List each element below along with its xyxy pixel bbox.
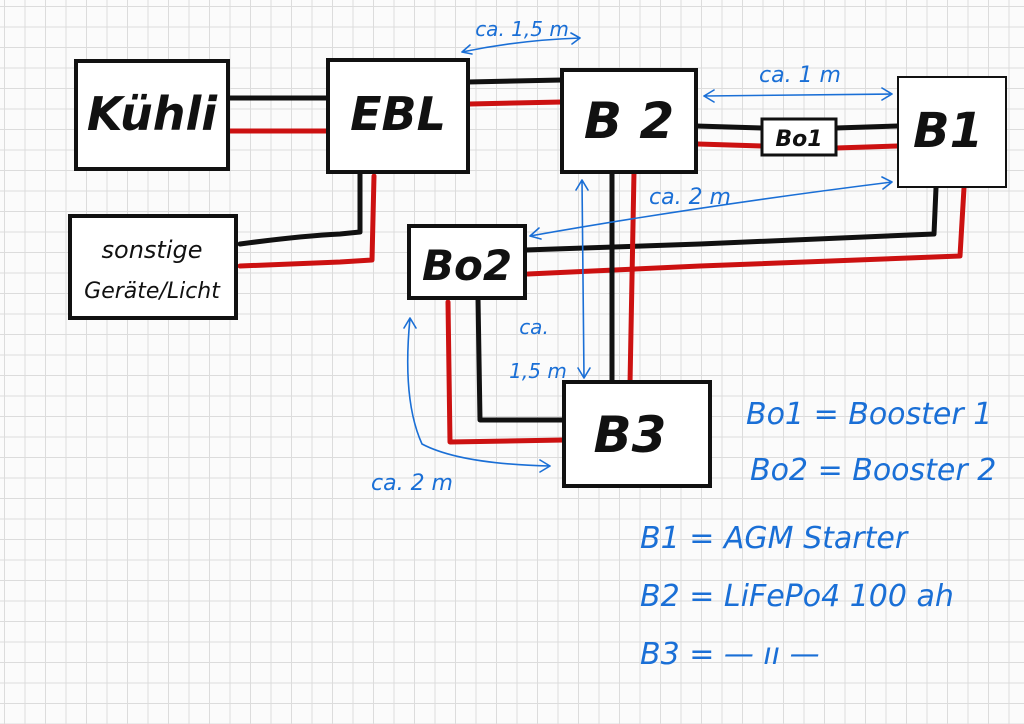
legend-item-bo2: Bo2 = Booster 2 [750, 453, 996, 488]
legend-item-b2: B2 = LiFePo4 100 ah [640, 579, 954, 614]
distance-b2-b1-arrow [703, 87, 893, 103]
wire-sonstige-ebl-negative [237, 167, 363, 247]
wire-sonstige-ebl-positive [237, 173, 377, 269]
node-kuehli: Kühli [74, 59, 230, 171]
wire-bo1-b1-negative [833, 123, 901, 131]
distance-bo2-b2-label-line1: ca. [519, 315, 549, 339]
node-b1: B1 [897, 76, 1007, 188]
wire-bo2-b3-positive [445, 299, 567, 445]
node-bo1-label: Bo1 [775, 127, 822, 152]
node-b1-label: B1 [913, 103, 983, 159]
wire-b2-bo1-negative [693, 123, 765, 131]
legend-item-b1: B1 = AGM Starter [640, 521, 909, 556]
wire-ebl-b2-positive [467, 99, 565, 107]
distance-bo2-b2: ca. 1,5 m [509, 179, 591, 383]
legend-key-b1: B1 [640, 521, 680, 556]
distance-b2-b1-label: ca. 1 m [759, 63, 841, 88]
node-bo2: Bo2 [407, 224, 527, 300]
legend-key-b2: B2 [640, 579, 680, 614]
legend-item-bo1: Bo1 = Booster 1 [746, 397, 992, 432]
distance-bo2-b2-arrow [575, 179, 591, 379]
node-b2: B 2 [560, 68, 698, 174]
node-kuehli-label: Kühli [87, 87, 218, 141]
distance-ebl-b2: ca. 1,5 m [461, 17, 581, 55]
distance-bo2-b3-arrow [403, 317, 551, 473]
legend-value-b2: LiFePo4 100 ah [724, 579, 954, 614]
distance-bo2-b1-label: ca. 2 m [649, 185, 731, 210]
distance-bo2-b2-label-line2: 1,5 m [509, 359, 567, 383]
distance-ebl-b2-label: ca. 1,5 m [475, 17, 569, 41]
node-b3: B3 [562, 380, 712, 488]
wire-bo1-b1-positive [833, 143, 901, 151]
legend-value-bo1: Booster 1 [848, 397, 992, 432]
node-ebl-label: EBL [350, 87, 446, 141]
wire-bo2-b3-negative [475, 295, 567, 423]
node-bo2-label: Bo2 [422, 241, 512, 290]
legend-value-b1: AGM Starter [722, 521, 909, 556]
legend-key-bo2: Bo2 [750, 453, 808, 488]
legend: Bo1 = Booster 1 Bo2 = Booster 2 B1 = AGM… [640, 397, 996, 672]
distance-bo2-b3-label: ca. 2 m [371, 471, 453, 496]
node-b3-label: B3 [594, 406, 667, 464]
distance-bo2-b3: ca. 2 m [371, 317, 551, 496]
node-sonstige: sonstige Geräte/Licht [68, 214, 238, 320]
legend-value-bo2: Booster 2 [852, 453, 996, 488]
distance-bo2-b1-arrow [529, 176, 893, 240]
legend-key-b3: B3 [640, 637, 680, 672]
node-sonstige-label-line2: Geräte/Licht [84, 279, 221, 304]
distance-bo2-b1: ca. 2 m [529, 176, 893, 240]
wire-b2-b3-positive [627, 169, 637, 387]
legend-value-b3: — ıı — [724, 637, 820, 672]
node-sonstige-label-line1: sonstige [102, 236, 203, 264]
legend-item-b3: B3 = — ıı — [640, 637, 820, 672]
legend-key-bo1: Bo1 [746, 397, 804, 432]
node-b2-label: B 2 [584, 92, 674, 150]
node-ebl: EBL [326, 58, 470, 174]
wire-ebl-b2-negative [465, 77, 565, 85]
node-bo1: Bo1 [760, 117, 838, 157]
distance-b2-b1: ca. 1 m [703, 63, 893, 103]
distance-ebl-b2-arrow [461, 32, 581, 55]
wire-b2-bo1-positive [695, 141, 765, 149]
